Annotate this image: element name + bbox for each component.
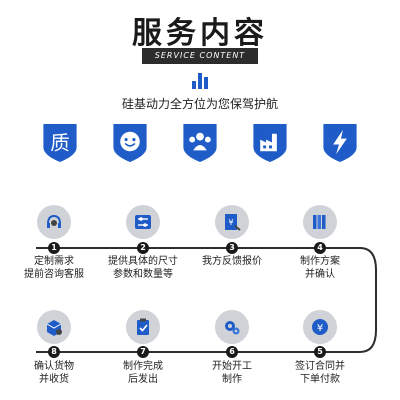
clipboard-check-icon bbox=[137, 318, 149, 335]
step-number: 8 bbox=[48, 346, 60, 358]
step-label: 确认货物 并收货 bbox=[34, 361, 74, 385]
page-title: 服务内容 bbox=[132, 16, 268, 51]
binders-icon bbox=[313, 215, 326, 229]
step-number: 3 bbox=[226, 242, 238, 254]
step-number: 7 bbox=[137, 346, 149, 358]
smiley-face-icon bbox=[113, 123, 147, 163]
step-icon-circle: ¥ bbox=[215, 205, 249, 239]
step-label: 提供具体的尺寸 参数和数量等 bbox=[108, 256, 178, 280]
step-icon-circle: ¥ bbox=[303, 310, 337, 344]
step-number: 2 bbox=[137, 242, 149, 254]
step-number: 6 bbox=[226, 346, 238, 358]
feature-item: 质 bbox=[25, 122, 95, 192]
svg-text:¥: ¥ bbox=[228, 218, 233, 227]
step-icon-circle bbox=[126, 310, 160, 344]
feature-item bbox=[235, 122, 305, 192]
svg-text:¥: ¥ bbox=[317, 323, 323, 334]
factory-icon bbox=[253, 123, 287, 163]
yen-coin-icon: ¥ bbox=[312, 319, 328, 335]
bars-icon bbox=[188, 73, 212, 89]
step-label: 开始开工 制作 bbox=[212, 361, 252, 385]
gears-icon bbox=[225, 321, 240, 335]
team-users-icon bbox=[183, 123, 217, 163]
feature-item bbox=[95, 122, 165, 192]
feature-item bbox=[165, 122, 235, 192]
step-icon-circle bbox=[215, 310, 249, 344]
step-icon-circle bbox=[37, 310, 71, 344]
step-label: 制作完成 后发出 bbox=[123, 361, 163, 385]
quote-document-icon: ¥ bbox=[225, 214, 241, 231]
feature-item bbox=[305, 122, 375, 192]
step-label: 制作方案 并确认 bbox=[300, 256, 340, 280]
sliders-icon bbox=[135, 215, 151, 229]
step-label: 签订合同并 下单付款 bbox=[295, 361, 345, 385]
lightning-icon bbox=[323, 123, 357, 163]
step-icon-circle bbox=[303, 205, 337, 239]
subtitle-banner: SERVICE CONTENT bbox=[142, 48, 258, 64]
step-label: 定制需求 提前咨询客服 bbox=[24, 256, 84, 280]
svg-text:质: 质 bbox=[50, 131, 70, 154]
step-number: 4 bbox=[314, 242, 326, 254]
step-label: 我方反馈报价 bbox=[202, 256, 262, 267]
step-icon-circle bbox=[37, 205, 71, 239]
tagline: 硅基动力全方位为您保驾护航 bbox=[121, 97, 278, 111]
quality-char-icon: 质 bbox=[43, 123, 77, 163]
step-number: 1 bbox=[48, 242, 60, 254]
package-check-icon bbox=[46, 320, 62, 336]
step-icon-circle bbox=[126, 205, 160, 239]
headset-icon bbox=[47, 214, 61, 228]
step-number: 5 bbox=[314, 346, 326, 358]
